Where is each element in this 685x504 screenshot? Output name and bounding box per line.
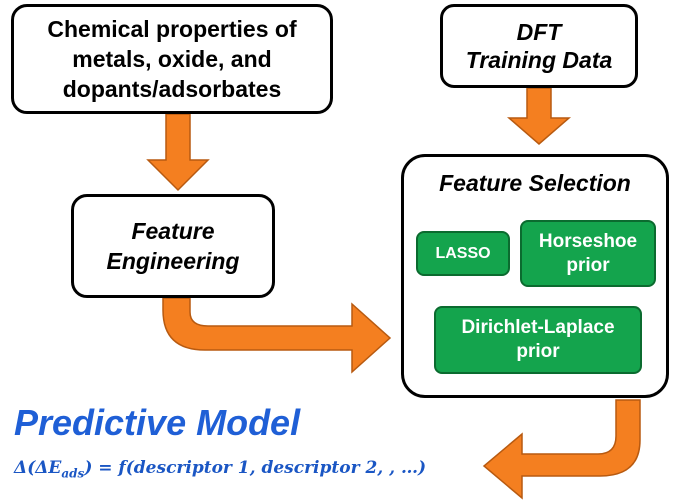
horseshoe-prior-method: Horseshoe prior [520,220,656,287]
equation-subscript: ads [61,466,85,481]
dirichlet-laplace-prior-method: Dirichlet-Laplace prior [434,306,642,374]
lasso-method: LASSO [416,231,510,276]
chemical-properties-box: Chemical properties of metals, oxide, an… [11,4,333,114]
predictive-model-title: Predictive Model [14,402,301,443]
arrow-dft-to-feature-selection [506,87,572,145]
arrow-feature-engineering-to-selection [162,297,392,374]
arrow-chem-to-feature-engineering [146,113,210,192]
feature-selection-title: Feature Selection [439,170,631,196]
arrow-feature-selection-to-model [482,399,641,500]
model-equation-text: Δ(ΔEads) = f(descriptor 1, descriptor 2,… [14,458,426,481]
model-equation: Δ(ΔEads) = f(descriptor 1, descriptor 2,… [14,458,426,480]
dft-training-data-box: DFT Training Data [440,4,638,88]
feature-engineering-box: Feature Engineering [71,194,275,298]
